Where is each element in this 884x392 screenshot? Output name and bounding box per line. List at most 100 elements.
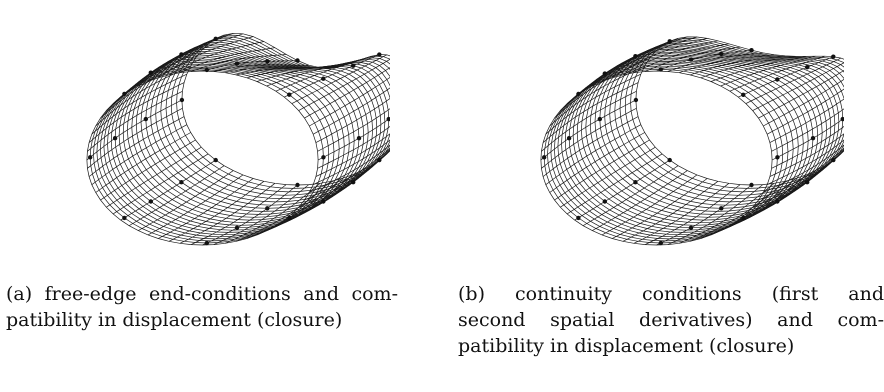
mesh-axial-line [541, 107, 637, 169]
mesh-axial-line [710, 174, 807, 236]
mesh-axial-line [541, 90, 637, 152]
mesh-axial-line [100, 139, 196, 201]
mesh-node-dot [719, 51, 724, 57]
mesh-axial-line [560, 146, 656, 208]
mesh-axial-line [315, 133, 390, 177]
mesh-axial-line [91, 73, 187, 135]
mesh-axial-line [128, 34, 225, 92]
mesh-axial-line [542, 82, 639, 143]
mesh-node-dot [351, 63, 356, 68]
mesh-axial-line [771, 108, 844, 152]
caption-a: (a) free-edge end-conditions and com- pa… [6, 281, 398, 333]
mesh-node-dot [749, 182, 754, 188]
mesh-node-dot [287, 215, 292, 221]
mesh-axial-line [554, 58, 650, 119]
mesh-node-dot [749, 48, 754, 53]
caption-b-line-2: second spatial derivatives) and com- [458, 309, 884, 331]
mesh-axial-line [771, 117, 844, 161]
mesh-node-dot [179, 52, 184, 57]
mesh-node-dot [148, 199, 153, 204]
mesh-node-dot [213, 36, 218, 41]
mesh-axial-line [313, 87, 390, 135]
mesh-axial-line [601, 174, 698, 236]
mesh-node-dot [633, 54, 638, 59]
mesh-node-dot [831, 54, 836, 59]
mesh-axial-line [213, 64, 309, 72]
mesh-axial-line [612, 178, 708, 239]
mesh-axial-line [720, 55, 816, 87]
mesh-axial-line [656, 184, 752, 246]
caption-a-line-1: (a) free-edge end-conditions and com- [6, 283, 398, 305]
mesh-node-dot [377, 157, 382, 163]
mesh-axial-line [317, 117, 390, 161]
mesh-axial-line [667, 52, 763, 72]
mesh-axial-line [128, 165, 225, 227]
mesh-node-dot [122, 91, 127, 97]
mesh-node-dot [148, 70, 153, 75]
mesh-node-dot [741, 92, 746, 98]
mesh-node-dot [204, 240, 209, 246]
mesh-node-dot [688, 225, 694, 230]
mesh-axial-line [582, 37, 679, 92]
mesh-axial-line [710, 56, 807, 82]
mesh-node-dot [356, 136, 362, 141]
mesh-axial-line [678, 54, 775, 74]
mesh-node-dot [112, 136, 118, 141]
mesh-axial-line [224, 183, 321, 244]
mesh-node-dot [88, 155, 93, 160]
mesh-axial-line [266, 59, 362, 87]
mesh-axial-line [612, 38, 708, 79]
mesh-axial-line [225, 66, 321, 74]
mesh-axial-line [645, 46, 741, 72]
mesh-node-dot [688, 57, 694, 62]
mesh-axial-line [147, 174, 244, 236]
mesh-axial-line [763, 78, 844, 127]
mesh-node-dot [741, 215, 746, 221]
mesh-axial-line [769, 98, 844, 143]
mesh-axial-line [317, 108, 390, 152]
mesh-axial-line [298, 58, 390, 111]
mesh-axial-line [91, 124, 187, 185]
mesh-node-dot [775, 199, 780, 204]
mesh-ring-line [127, 52, 373, 221]
mesh-axial-line [246, 178, 343, 239]
caption-b-line-3: patibility in displacement (closure) [458, 335, 795, 357]
mesh-node-dot [265, 59, 270, 64]
mesh-axial-line [601, 36, 698, 82]
mesh-axial-line [549, 65, 645, 127]
caption-a-line-2: patibility in displacement (closure) [6, 309, 343, 331]
mesh-node-dot [810, 136, 816, 141]
caption-b: (b) continuity conditions (first and sec… [458, 281, 884, 359]
mesh-axial-line [191, 184, 287, 245]
mesh-axial-line [667, 184, 764, 245]
mesh-axial-line [202, 60, 298, 72]
mesh-axial-line [106, 146, 202, 208]
mesh-node-dot [805, 180, 810, 185]
mesh-axial-line [745, 57, 842, 104]
wireframe-surface-a [86, 32, 390, 246]
mesh-axial-line [235, 181, 332, 242]
mesh-axial-line [168, 181, 265, 242]
mesh-axial-line [88, 116, 185, 177]
mesh-axial-line [542, 116, 639, 177]
mesh-node-dot [542, 155, 547, 160]
mesh-node-dot [775, 77, 780, 82]
mesh-node-dot [213, 157, 218, 163]
mesh-axial-line [622, 40, 718, 76]
mesh-axial-line [592, 170, 688, 231]
wireframe-surface-b [540, 36, 844, 246]
mesh-axial-line [689, 55, 786, 76]
mesh-node-dot [831, 157, 836, 163]
mesh-node-dot [597, 116, 602, 122]
mesh-node-dot [321, 199, 326, 204]
mesh-axial-line [545, 124, 641, 185]
mesh-axial-line [540, 99, 637, 161]
mesh-axial-line [158, 36, 254, 79]
mesh-axial-line [213, 184, 310, 245]
mesh-axial-line [158, 178, 254, 239]
mesh-node-dot [667, 39, 672, 44]
mesh-axial-line [202, 184, 298, 246]
mesh-node-dot [576, 91, 581, 97]
mesh-axial-line [304, 147, 390, 201]
mesh-node-dot [805, 65, 810, 70]
